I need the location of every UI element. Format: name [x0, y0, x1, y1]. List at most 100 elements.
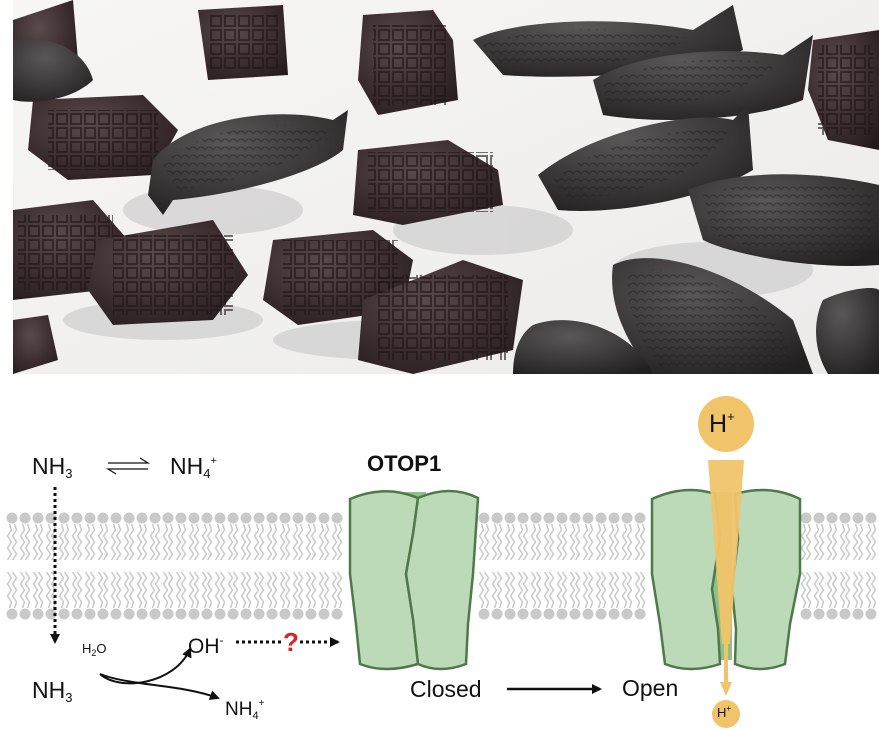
tablet-candy — [88, 220, 248, 325]
lipid-head — [621, 608, 633, 620]
lipid-tail — [839, 571, 846, 609]
lipid-head — [331, 608, 343, 620]
lipid-tail — [188, 523, 195, 561]
lipid-tail — [253, 571, 260, 609]
lipid-head — [97, 512, 109, 524]
lipid-tail — [97, 571, 104, 609]
lipid-tail — [102, 571, 109, 609]
lipid-tail — [800, 523, 807, 561]
lipid-tail — [110, 571, 117, 609]
lipid-tail — [115, 571, 122, 609]
lipid-head — [123, 608, 135, 620]
lipid-head — [634, 512, 646, 524]
lipid-tail — [634, 523, 641, 561]
lipid-head — [71, 608, 83, 620]
lipid-head — [240, 608, 252, 620]
lipid-head — [852, 512, 864, 524]
lipid-tail — [115, 523, 122, 561]
fish-candy — [688, 174, 879, 266]
lipid-head — [530, 512, 542, 524]
lipid-head — [478, 608, 490, 620]
lipid-head — [569, 512, 581, 524]
lipid-tail — [32, 523, 39, 561]
lipid-tail — [522, 523, 529, 561]
lipid-tail — [535, 571, 542, 609]
lipid-tail — [621, 571, 628, 609]
tablet-candy — [28, 95, 178, 180]
lipid-tail — [266, 571, 273, 609]
lipid-head — [240, 512, 252, 524]
proton-bottom-icon — [712, 700, 740, 728]
lipid-head — [826, 512, 838, 524]
lipid-tail — [71, 523, 78, 561]
lipid-tail — [240, 523, 247, 561]
lipid-head — [865, 608, 877, 620]
lipid-head — [800, 512, 812, 524]
lipid-tail — [870, 523, 877, 561]
lipid-head — [608, 512, 620, 524]
lipid-head — [839, 608, 851, 620]
lipid-tail — [37, 523, 44, 561]
lipid-head — [149, 512, 161, 524]
lipid-tail — [813, 571, 820, 609]
lipid-tail — [305, 571, 312, 609]
lipid-tail — [11, 571, 18, 609]
lipid-tail — [19, 571, 26, 609]
lipid-head — [162, 608, 174, 620]
lipid-tail — [188, 571, 195, 609]
lipid-tail — [128, 571, 135, 609]
otop1-title: OTOP1 — [367, 451, 442, 476]
lipid-head — [123, 512, 135, 524]
lipid-tail — [167, 571, 174, 609]
lipid-head — [517, 608, 529, 620]
lipid-tail — [162, 571, 169, 609]
lipid-head — [253, 512, 265, 524]
lipid-head — [813, 512, 825, 524]
lipid-tail — [548, 571, 555, 609]
lipid-head — [6, 608, 18, 620]
lipid-tail — [530, 571, 537, 609]
lipid-head — [32, 608, 44, 620]
lipid-tail — [71, 571, 78, 609]
lipid-head — [136, 608, 148, 620]
lipid-tail — [556, 571, 563, 609]
lipid-head — [175, 608, 187, 620]
lipid-head — [595, 608, 607, 620]
lipid-tail — [102, 523, 109, 561]
lipid-tail — [136, 571, 143, 609]
lipid-tail — [201, 523, 208, 561]
lipid-head — [608, 608, 620, 620]
fish-candy — [148, 110, 348, 215]
lipid-tail — [227, 523, 234, 561]
lipid-tail — [478, 571, 485, 609]
lipid-head — [318, 512, 330, 524]
lipid-tail — [870, 571, 877, 609]
lipid-head — [800, 608, 812, 620]
lipid-tail — [219, 523, 226, 561]
lipid-tail — [24, 571, 31, 609]
lipid-tail — [45, 571, 52, 609]
lipid-tail — [180, 523, 187, 561]
lipid-tail — [857, 571, 864, 609]
lipid-tail — [323, 523, 330, 561]
lipid-tail — [852, 523, 859, 561]
lipid-head — [6, 512, 18, 524]
lipid-head — [543, 608, 555, 620]
lipid-tail — [831, 523, 838, 561]
lipid-tail — [543, 571, 550, 609]
otop1-closed-channel — [348, 489, 480, 671]
question-mark: ? — [283, 627, 299, 657]
lipid-tail — [232, 571, 239, 609]
lipid-head — [826, 608, 838, 620]
lipid-tail — [595, 571, 602, 609]
lipid-tail — [336, 523, 343, 561]
lipid-head — [214, 608, 226, 620]
lipid-tail — [582, 523, 589, 561]
fish-candy — [13, 38, 93, 102]
lipid-head — [227, 512, 239, 524]
lipid-head — [45, 608, 57, 620]
lipid-head — [227, 608, 239, 620]
lipid-tail — [193, 523, 200, 561]
lipid-head — [491, 608, 503, 620]
lipid-tail — [509, 523, 516, 561]
